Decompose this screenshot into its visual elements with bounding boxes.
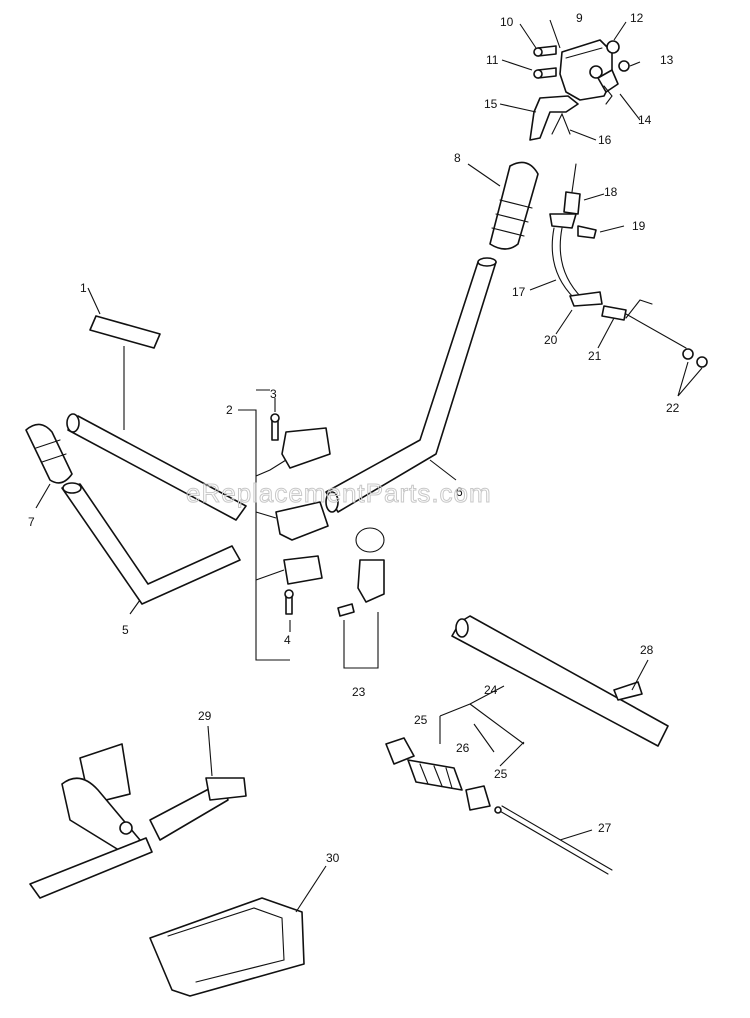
callout-27: 27: [598, 821, 612, 835]
callout-2: 2: [226, 403, 233, 417]
callout-29: 29: [198, 709, 212, 723]
callout-4: 4: [284, 633, 291, 647]
callout-20: 20: [544, 333, 558, 347]
label-decal: [89, 315, 161, 349]
crossbar-tube: [66, 413, 247, 521]
callout-10: 10: [500, 15, 514, 29]
callout-3: 3: [270, 387, 277, 401]
left-grip: [25, 423, 73, 484]
callout-26: 26: [456, 741, 470, 755]
callout-22: 22: [666, 401, 680, 415]
throttle-cable-group: [549, 163, 708, 368]
callout-13: 13: [660, 53, 674, 67]
shaft-rod: [494, 805, 613, 875]
callout-24: 24: [484, 683, 498, 697]
callout-25a: 25: [414, 713, 428, 727]
ring-clamp-group: [337, 527, 385, 617]
callout-19: 19: [632, 219, 646, 233]
callout-7: 7: [28, 515, 35, 529]
callout-9: 9: [576, 11, 583, 25]
clamp-group: [270, 413, 331, 615]
callout-18: 18: [604, 185, 618, 199]
callout-12: 12: [630, 11, 644, 25]
callout-23: 23: [352, 685, 366, 699]
bushing-set: [385, 737, 491, 811]
left-handle-bend: [61, 482, 241, 605]
callout-30: 30: [326, 851, 340, 865]
callout-25b: 25: [494, 767, 508, 781]
throttle-housing-group: [529, 39, 630, 141]
callout-16: 16: [598, 133, 612, 147]
callout-1: 1: [80, 281, 87, 295]
callout-11: 11: [486, 53, 499, 67]
callout-15: 15: [484, 97, 498, 111]
callout-6: 6: [456, 485, 463, 499]
callout-21: 21: [588, 349, 602, 363]
watermark-text: eReplacementParts.com: [186, 478, 492, 508]
right-grip: [489, 161, 539, 250]
callout-28: 28: [640, 643, 654, 657]
lower-tube: [451, 615, 669, 747]
callout-8: 8: [454, 151, 461, 165]
callout-5: 5: [122, 623, 129, 637]
frame: [149, 897, 305, 997]
callout-14: 14: [638, 113, 652, 127]
harness: [29, 743, 247, 899]
leader-lines: [35, 19, 703, 913]
main-handle-tube: [325, 257, 497, 513]
callout-17: 17: [512, 285, 526, 299]
callout-numbers: 1 2 3 4 5 6 7 8 9 10 11 12 13 14 15 16 1…: [28, 11, 680, 865]
